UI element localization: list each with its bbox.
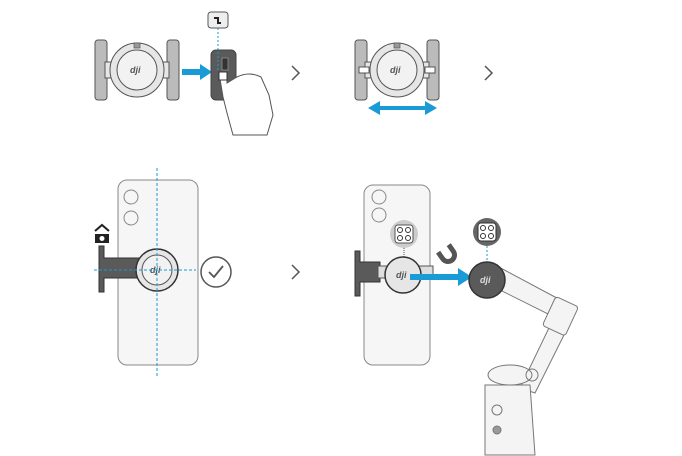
gimbal (484, 264, 579, 456)
step-1: dji (94, 11, 301, 136)
chevron-right-icon[interactable] (291, 65, 301, 81)
hand-icon (218, 72, 274, 136)
step-2: dji (354, 39, 494, 115)
camera-dots-icon (390, 220, 418, 248)
chevron-right-icon[interactable] (484, 65, 494, 81)
gimbal-magnetic-mount (468, 261, 506, 299)
phone-clamp-extended: dji (354, 39, 440, 101)
step-4: dji dji (354, 184, 579, 456)
arrow-right-icon (182, 64, 212, 80)
dji-logo: dji (480, 275, 491, 285)
dji-logo: dji (396, 270, 407, 280)
step-3: dji (94, 168, 301, 376)
camera-dots-icon (473, 218, 501, 246)
checkmark-circle-icon (200, 256, 232, 288)
chevron-right-icon[interactable] (291, 264, 301, 280)
magnet-icon (436, 243, 457, 264)
dji-logo: dji (130, 65, 141, 75)
dji-logo: dji (390, 65, 401, 75)
phone-clamp: dji (94, 39, 180, 101)
double-arrow-icon (368, 101, 437, 115)
home-camera-icon (94, 223, 110, 243)
arrow-right-icon (410, 268, 472, 286)
